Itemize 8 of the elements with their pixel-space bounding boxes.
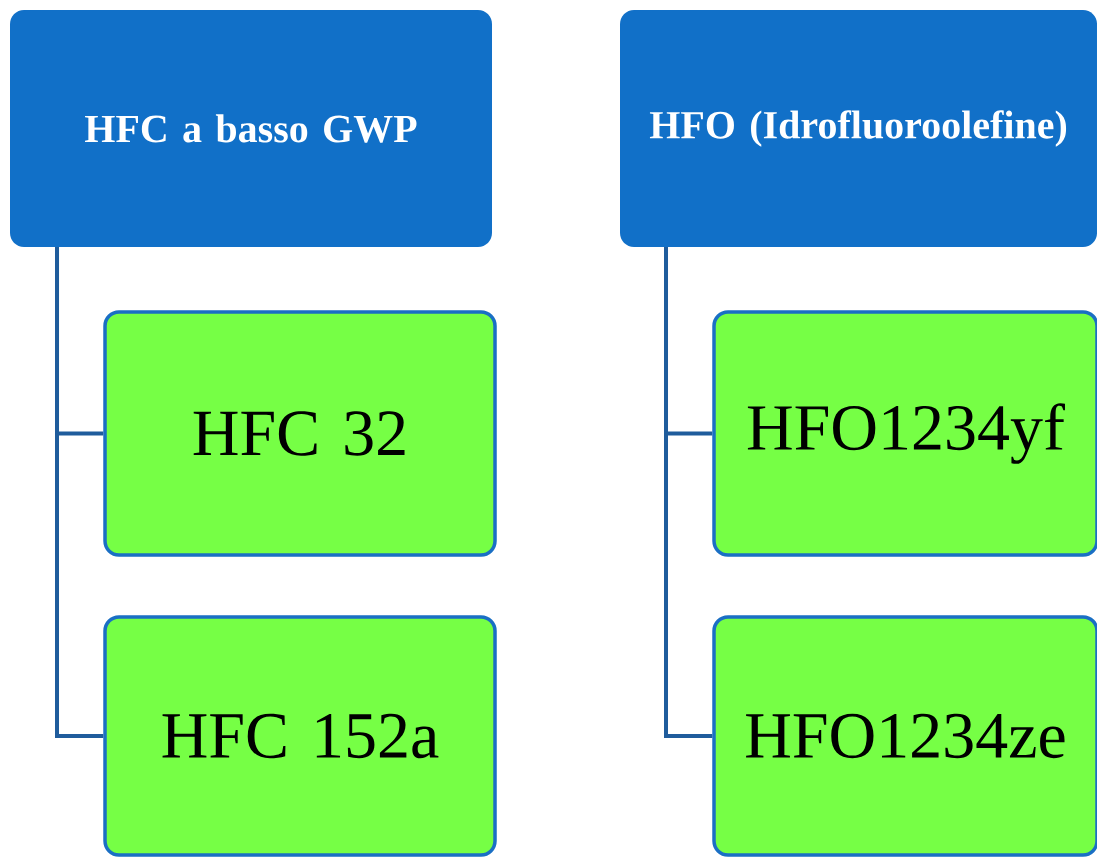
item-box: HFC 152a — [103, 615, 497, 857]
item-box: HFC 32 — [103, 310, 497, 557]
connector-line — [664, 247, 713, 738]
connector-line — [55, 247, 104, 738]
category-box: HFC a basso GWP — [10, 10, 492, 247]
item-box: HFO1234ze — [712, 615, 1097, 857]
item-box: HFO1234yf — [712, 310, 1097, 557]
category-box: HFO (Idrofluoroolefine) — [620, 10, 1097, 247]
